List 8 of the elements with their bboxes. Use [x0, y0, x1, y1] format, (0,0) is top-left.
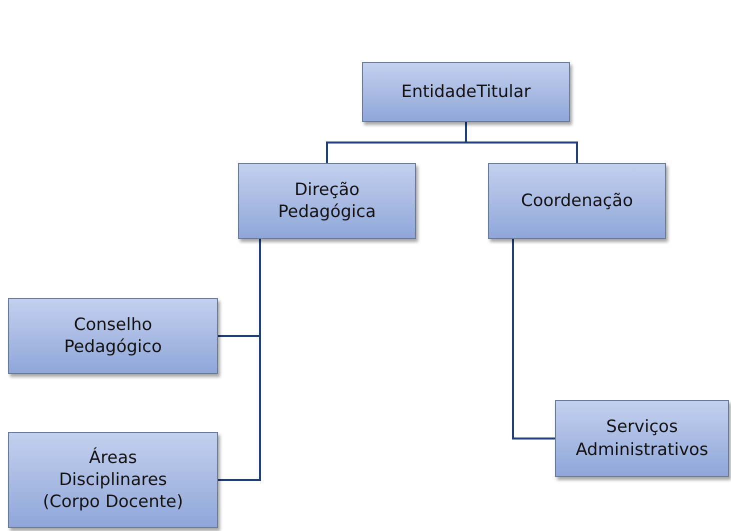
org-box: Áreas Disciplinares (Corpo Docente) [8, 432, 218, 528]
org-box: EntidadeTitular [362, 62, 570, 122]
org-box: Serviços Administrativos [555, 400, 729, 477]
org-box: Coordenação [488, 163, 666, 239]
connector-line [218, 239, 261, 481]
org-box: Direção Pedagógica [238, 163, 416, 239]
org-box: Conselho Pedagógico [8, 298, 218, 374]
connector-line [512, 239, 555, 440]
